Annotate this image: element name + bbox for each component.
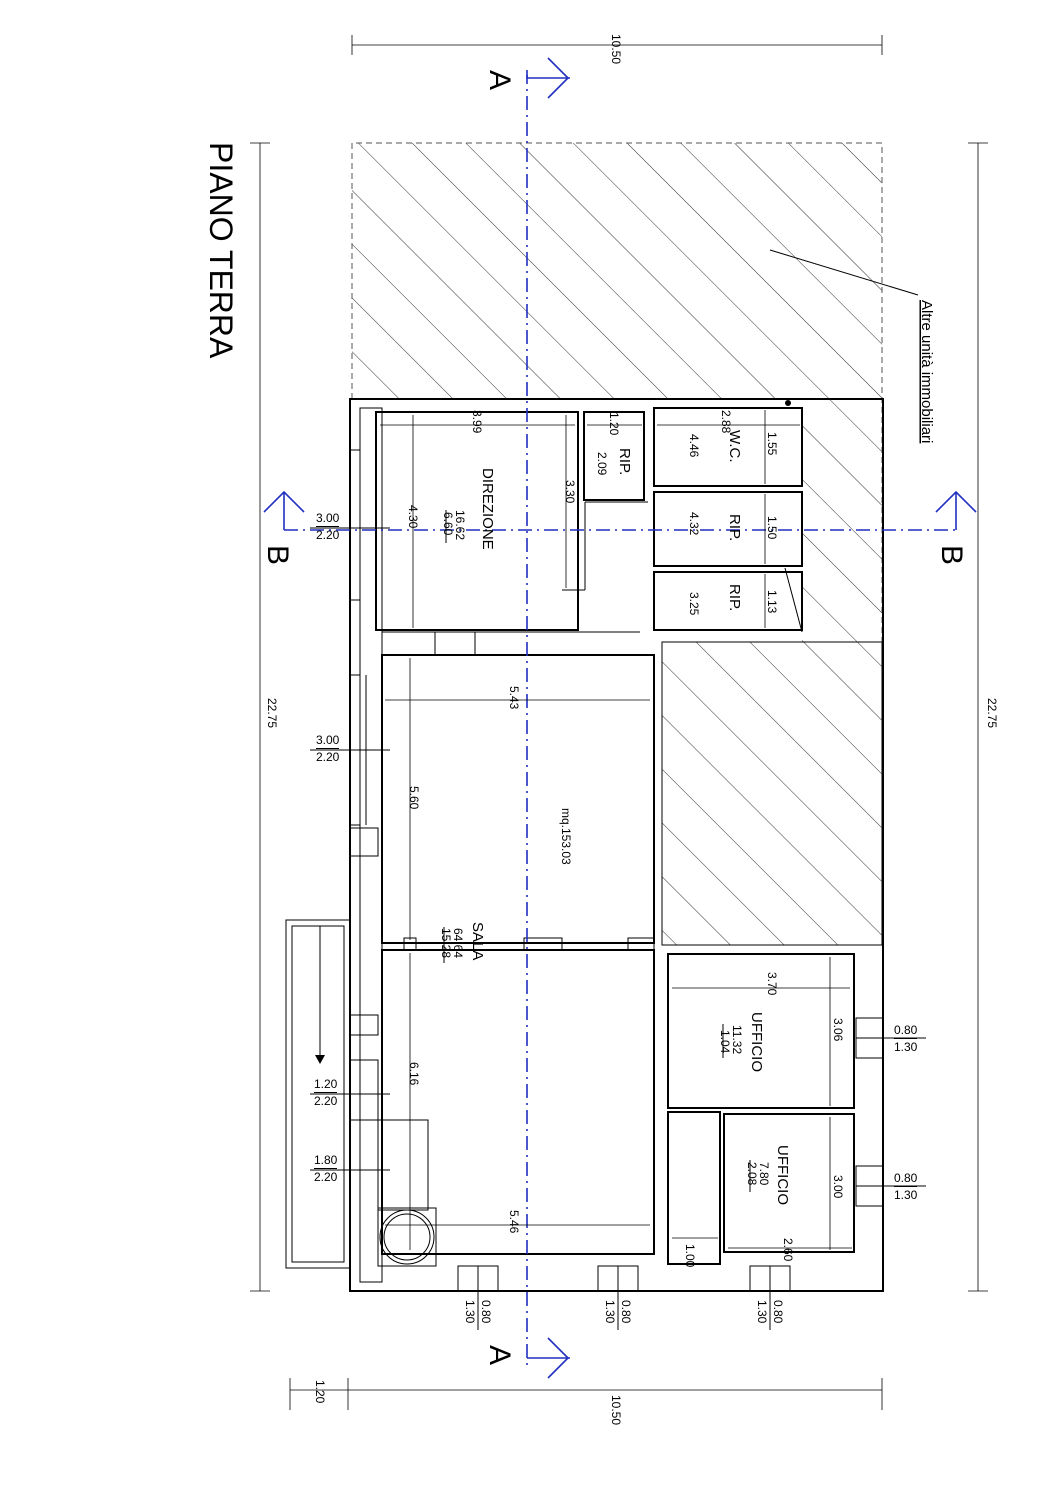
right-windows [855, 1017, 884, 1207]
left-windows [349, 449, 379, 1121]
rip2-area: 4.32 [687, 512, 701, 536]
sala-area: 64.64 [451, 928, 465, 958]
window-left-2: 3.00 2.20 [316, 732, 340, 765]
dim-width-bottom: 10.50 [609, 1395, 623, 1425]
section-label-a-bottom: A [483, 1345, 516, 1365]
ufficio2-perim: 2.08 [745, 1162, 759, 1186]
dim-length-left: 22.75 [265, 698, 279, 728]
wc-depth: 1.55 [765, 432, 779, 456]
other-units-note: Altre unità immobiliari [918, 300, 935, 443]
ufficio1-area: 11.32 [730, 1025, 744, 1054]
ufficio1-perim: 1.04 [718, 1030, 732, 1054]
window-left-4-width: 1.80 [314, 1153, 338, 1169]
window-right-1: 0.80 1.30 [894, 1022, 918, 1055]
total-area: mq.153.03 [559, 808, 573, 865]
rip1-name: RIP. [616, 448, 633, 475]
section-label-a-top: A [483, 70, 516, 90]
window-left-4: 1.80 2.20 [314, 1152, 338, 1185]
section-label-b-left: B [261, 545, 294, 565]
dim-balcony: 1.20 [313, 1380, 327, 1404]
window-right-2: 0.80 1.30 [894, 1170, 918, 1203]
note-leader [769, 249, 919, 296]
room-rip-2 [653, 491, 803, 567]
window-left-1: 3.00 2.20 [316, 510, 340, 543]
corridor-width: 1.00 [683, 1244, 697, 1268]
sala-name: SALA [469, 922, 486, 960]
direzione-width: 3.99 [470, 410, 484, 434]
dim-right-length [968, 142, 988, 1292]
direzione-area: 16.62 [453, 510, 467, 540]
building-inner-outline [359, 407, 383, 1283]
wc-area: 4.46 [687, 434, 701, 458]
ufficio2-name: UFFICIO [774, 1145, 791, 1205]
window-right-1-width: 0.80 [894, 1023, 918, 1039]
rip3-area: 3.25 [687, 592, 701, 616]
dim-top-width [351, 35, 883, 55]
window-left-4-height: 2.20 [314, 1170, 338, 1184]
ufficio1-name: UFFICIO [748, 1012, 765, 1072]
wc-name: W.C. [726, 430, 743, 463]
interior-dimension-lines [380, 410, 852, 1250]
door-swing-rip-3 [784, 567, 803, 633]
window-left-2-width: 3.00 [316, 733, 340, 749]
window-right-2-height: 1.30 [894, 1188, 918, 1202]
ufficio1-width: 3.70 [765, 972, 779, 996]
sala-width-1: 5.43 [507, 686, 521, 710]
rip3-depth: 1.13 [765, 590, 779, 614]
section-arrow-b-right [935, 490, 977, 530]
window-label-lines [310, 527, 926, 1330]
room-rip-1 [583, 411, 645, 501]
dim-length-right: 22.75 [985, 698, 999, 728]
window-right-1-height: 1.30 [894, 1040, 918, 1054]
hatched-area-right [661, 399, 883, 946]
room-sala [377, 654, 655, 1267]
rip2-name: RIP. [726, 514, 743, 541]
wc-width: 2.88 [719, 410, 733, 434]
sala-length-2: 6.16 [407, 1062, 421, 1086]
window-left-1-height: 2.20 [316, 528, 340, 542]
direzione-name: DIREZIONE [479, 468, 496, 550]
rip1-width: 1.20 [607, 412, 621, 436]
window-left-2-height: 2.20 [316, 750, 340, 764]
section-arrow-a-bottom [527, 1337, 570, 1379]
dim-width-top: 10.50 [609, 34, 623, 64]
room-direzione [375, 411, 648, 656]
ufficio2-area: 7.80 [757, 1162, 771, 1186]
sala-length-1: 5.60 [407, 786, 421, 810]
sala-perim: 15.28 [439, 928, 453, 958]
window-left-1-width: 3.00 [316, 511, 340, 527]
section-label-b-right: B [935, 545, 968, 565]
section-arrow-b-left [263, 490, 305, 530]
direzione-height: 3.30 [563, 480, 577, 504]
section-arrow-a-top [526, 57, 570, 99]
rip2-depth: 1.50 [765, 516, 779, 540]
corridor [667, 1111, 721, 1265]
ufficio1-depth: 3.06 [831, 1018, 845, 1042]
room-ufficio-1 [667, 953, 855, 1109]
window-right-2-width: 0.80 [894, 1171, 918, 1187]
direzione-perim: 6.60 [441, 512, 455, 536]
rip1-area: 2.09 [595, 452, 609, 476]
window-left-3-width: 1.20 [314, 1077, 338, 1093]
room-ufficio-2 [723, 1113, 855, 1253]
dim-bottom-width [289, 1378, 883, 1410]
dim-left-length [250, 142, 270, 1292]
sala-width-2: 5.46 [507, 1210, 521, 1234]
rip3-name: RIP. [726, 584, 743, 611]
leader-dot [785, 400, 791, 406]
bottom-windows [457, 1265, 791, 1292]
ufficio2-depth: 3.00 [831, 1175, 845, 1199]
room-rip-3 [653, 571, 803, 631]
plan-title: PIANO TERRA [203, 142, 239, 359]
window-left-3-height: 2.20 [314, 1094, 338, 1108]
window-left-3: 1.20 2.20 [314, 1076, 338, 1109]
hatched-area-top [351, 142, 883, 945]
ufficio2-width: 2.60 [781, 1238, 795, 1262]
direzione-depth: 4.30 [406, 505, 420, 529]
room-wc [653, 407, 803, 487]
